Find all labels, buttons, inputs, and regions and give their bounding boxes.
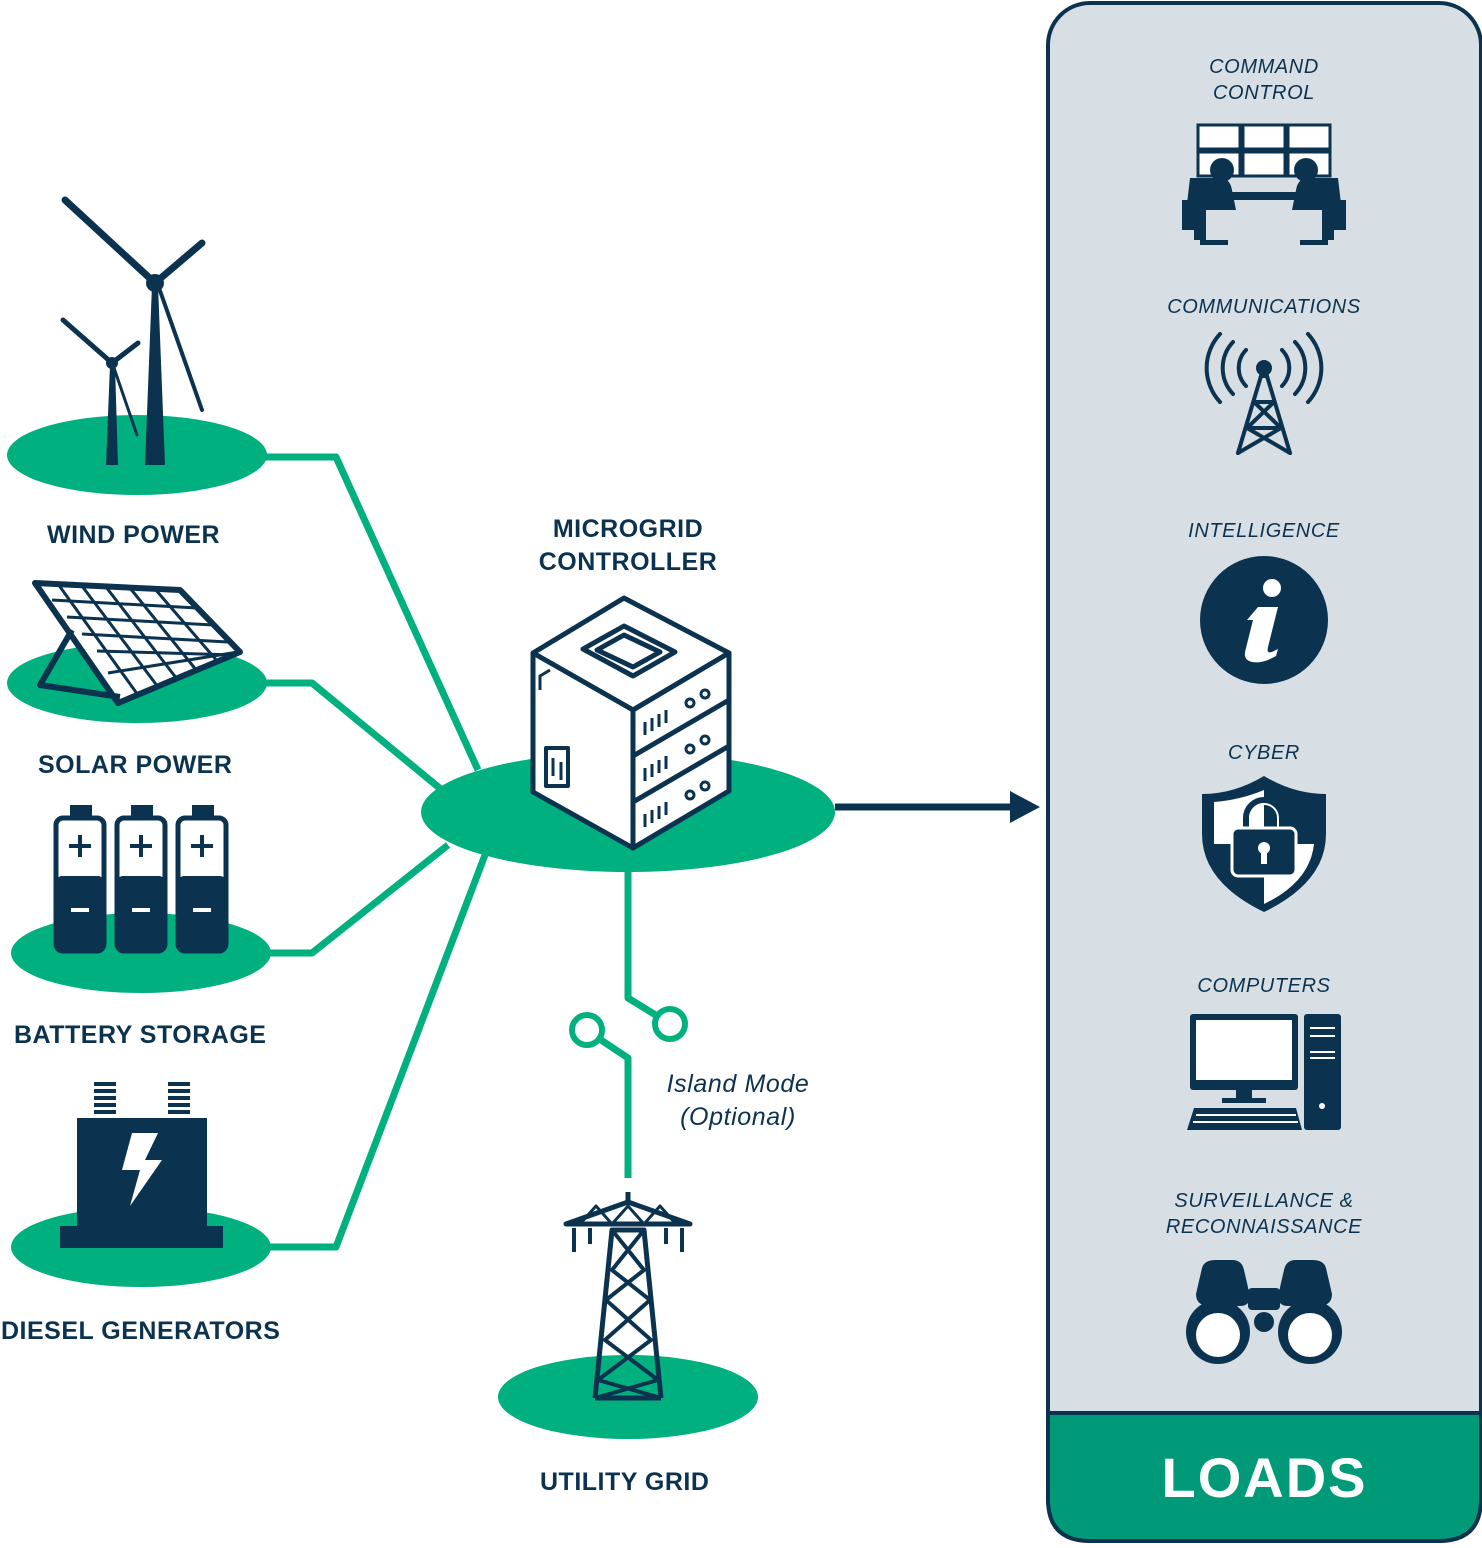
controller-label-line2: CONTROLLER — [538, 548, 718, 576]
island-mode-line1: Island Mode — [666, 1070, 810, 1098]
connector-lines — [262, 453, 669, 1251]
wind-power-label: WIND POWER — [47, 521, 221, 549]
utility-grid-label: UTILITY GRID — [540, 1468, 710, 1496]
diesel-connector — [264, 853, 489, 1251]
diesel-generators-label: DIESEL GENERATORS — [1, 1317, 281, 1345]
load-label-surveillance: SURVEILLANCE & RECONNAISSANCE — [1114, 1188, 1414, 1240]
solar-connector — [262, 679, 451, 798]
solar-power-label: SOLAR POWER — [38, 751, 233, 779]
load-label-line2: RECONNAISSANCE — [1165, 1216, 1363, 1238]
load-label-communications: COMMUNICATIONS — [1167, 296, 1361, 318]
wind-ground — [7, 415, 267, 495]
transmission-tower-icon — [563, 1192, 693, 1401]
server-icon — [530, 595, 732, 851]
load-label-line1: SURVEILLANCE & — [1174, 1190, 1354, 1212]
load-label-line2: CONTROL — [1213, 82, 1315, 104]
controller-label-line1: MICROGRID — [552, 515, 704, 543]
loads-title: LOADS — [1161, 1445, 1368, 1509]
load-label-command-control: COMMAND CONTROL — [1114, 54, 1414, 106]
grid-lower-connector — [596, 1035, 632, 1178]
switch-icon — [569, 1006, 688, 1048]
loads-footer — [1046, 1411, 1482, 1543]
battery-connector — [264, 842, 451, 957]
generator-icon — [60, 1082, 223, 1248]
command-center-icon — [1182, 123, 1346, 245]
island-mode-line2: (Optional) — [680, 1103, 796, 1131]
load-label-cyber: CYBER — [1228, 742, 1300, 764]
wind-turbine-icon — [60, 196, 206, 465]
island-mode-label: Island Mode (Optional) — [618, 1068, 858, 1134]
shield-lock-icon — [1202, 776, 1326, 912]
load-label-computers: COMPUTERS — [1197, 975, 1331, 997]
binoculars-icon — [1186, 1260, 1342, 1364]
battery-icon — [53, 805, 229, 954]
controller-label: MICROGRID CONTROLLER — [478, 513, 778, 579]
wind-connector — [262, 453, 482, 772]
load-label-intelligence: INTELLIGENCE — [1188, 520, 1340, 542]
info-icon — [1200, 556, 1328, 684]
battery-storage-label: BATTERY STORAGE — [14, 1021, 267, 1049]
load-label-line1: COMMAND — [1209, 56, 1319, 78]
arrow-to-loads — [835, 791, 1040, 823]
computer-icon — [1187, 1014, 1341, 1130]
grid-connector — [624, 870, 669, 1025]
loads-panel — [1046, 1, 1482, 1543]
radio-tower-icon — [1204, 332, 1324, 455]
solar-panel-icon — [32, 580, 243, 706]
